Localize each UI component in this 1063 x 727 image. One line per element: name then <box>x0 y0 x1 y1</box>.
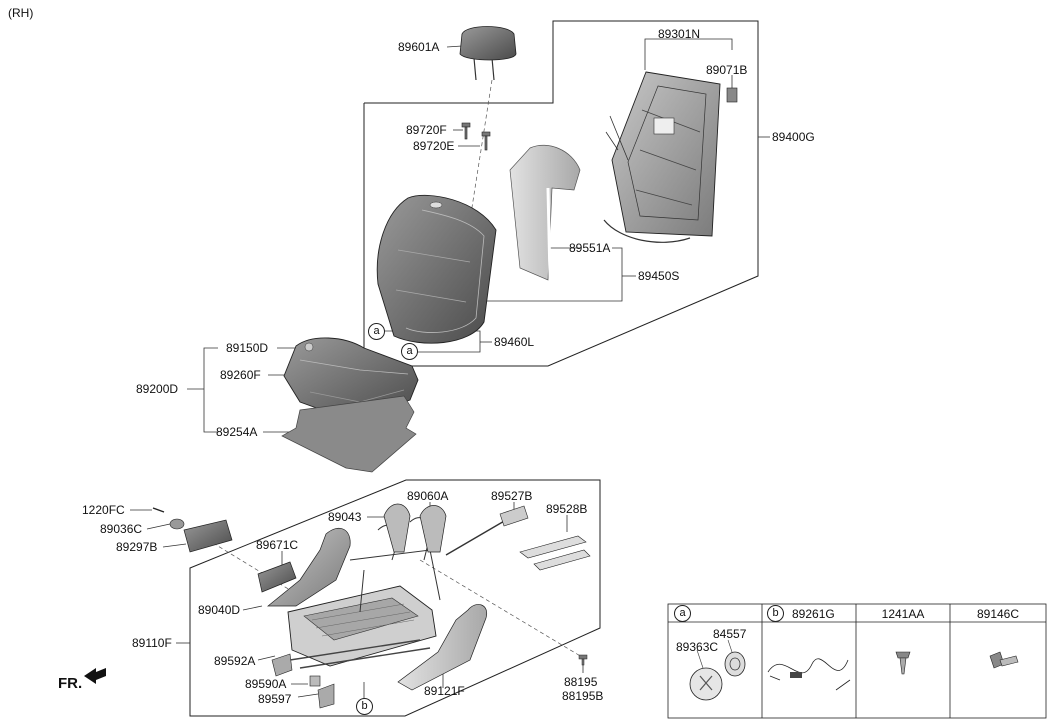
legend-marker-b: b <box>767 605 784 622</box>
clip-89071B <box>726 87 738 103</box>
recliner-guides <box>383 503 447 553</box>
guide-pins <box>461 122 491 151</box>
leader-lines <box>130 38 770 703</box>
part-label-89254A: 89254A <box>216 425 258 439</box>
legend-part-84557: 84557 <box>713 627 747 641</box>
part-label-89527B: 89527B <box>491 489 533 503</box>
part-label-89043: 89043 <box>328 510 362 524</box>
bolt-88195 <box>578 654 588 666</box>
outer-shield-89121F <box>397 604 488 691</box>
part-label-89110F: 89110F <box>132 636 172 650</box>
headrest <box>459 26 517 81</box>
part-label-89400G: 89400G <box>772 130 815 144</box>
part-label-88195B: 88195B <box>562 689 604 703</box>
legend-screw-icon <box>895 651 911 675</box>
variant-label: (RH) <box>8 6 34 20</box>
bracket-89592A <box>271 653 293 677</box>
part-label-89071B: 89071B <box>706 63 748 77</box>
part-label-89301N: 89301N <box>658 27 701 41</box>
front-direction-arrow-icon <box>84 668 106 684</box>
part-label-89460L: 89460L <box>494 335 535 349</box>
legend-marker-a: a <box>674 605 691 622</box>
legend-part-1241AA: 1241AA <box>881 607 925 621</box>
bracket-89597 <box>317 683 335 709</box>
marker-b: b <box>356 698 373 715</box>
part-label-89450S: 89450S <box>638 269 680 283</box>
part-label-89040D: 89040D <box>198 603 241 617</box>
legend-bolt-icon <box>989 651 1019 669</box>
part-label-89200D: 89200D <box>136 382 179 396</box>
legend-wire-b-icon <box>767 658 851 691</box>
dashed-lines <box>212 79 583 658</box>
part-label-89720E: 89720E <box>413 139 455 153</box>
part-label-89528B: 89528B <box>546 502 588 516</box>
legend-part-89261G: 89261G <box>792 607 835 621</box>
inner-cover-89671C <box>257 561 297 593</box>
cushion-pan-89254A <box>281 395 417 473</box>
side-switch-cover <box>152 507 233 553</box>
part-label-89551A: 89551A <box>569 241 611 255</box>
part-label-89121F: 89121F <box>424 684 465 698</box>
part-label-89592A: 89592A <box>214 654 256 668</box>
legend-part-89146C: 89146C <box>976 607 1020 621</box>
part-label-89597: 89597 <box>258 692 292 706</box>
marker-a-upper: a <box>368 323 385 340</box>
marker-a-lower: a <box>401 343 418 360</box>
legend-part-89363C: 89363C <box>676 640 719 654</box>
side-shield-89040D <box>267 527 351 607</box>
legend-table <box>667 603 1047 719</box>
part-label-89601A: 89601A <box>398 40 440 54</box>
part-label-89297B: 89297B <box>116 540 158 554</box>
cushion-frame-group-outline <box>189 479 601 717</box>
pad-89528B <box>519 535 591 571</box>
part-label-89060A: 89060A <box>407 489 449 503</box>
front-direction-label: FR. <box>58 675 83 692</box>
part-label-89720F: 89720F <box>406 123 447 137</box>
cable-89527B <box>445 505 529 556</box>
pad-89590A <box>309 675 321 687</box>
seatback-cover <box>376 194 497 344</box>
part-label-89671C: 89671C <box>256 538 299 552</box>
part-label-1220FC: 1220FC <box>82 503 125 517</box>
part-label-89590A: 89590A <box>245 677 287 691</box>
part-label-89036C: 89036C <box>100 522 143 536</box>
part-label-89260F: 89260F <box>220 368 261 382</box>
seatback-pad <box>509 144 581 281</box>
seatback-frame <box>603 71 721 243</box>
legend-clip-a-icon <box>689 639 746 701</box>
part-label-88195: 88195 <box>564 675 598 689</box>
part-label-89150D: 89150D <box>226 341 269 355</box>
